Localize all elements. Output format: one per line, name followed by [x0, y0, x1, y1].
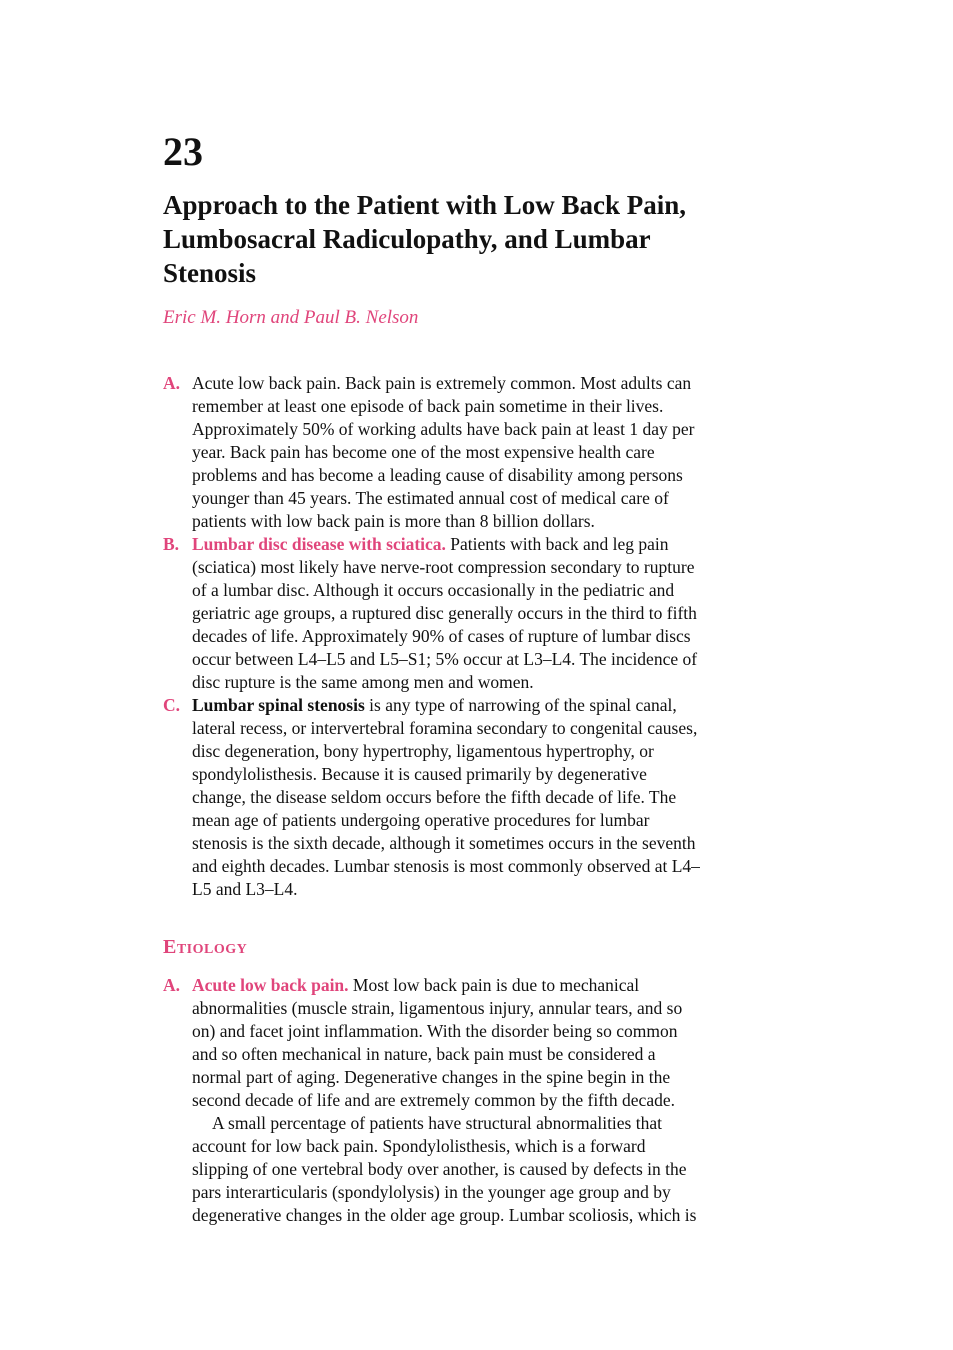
- text-line: Lumbar disc disease with sciatica. Patie…: [192, 533, 773, 556]
- list-marker: B.: [163, 534, 180, 554]
- text-line: account for low back pain. Spondylolisth…: [192, 1136, 646, 1156]
- chapter-number: 23: [163, 129, 203, 174]
- text-run: Most low back pain is due to mechanical: [348, 975, 640, 995]
- text-line: problems and has become a leading cause …: [192, 465, 683, 485]
- item-heading: Acute low back pain.: [192, 975, 349, 995]
- list-marker: A.: [163, 373, 181, 393]
- item-body: Acute low back pain. Back pain is extrem…: [192, 372, 773, 533]
- text-line: mean age of patients undergoing operativ…: [192, 810, 650, 830]
- text-line: slipping of one vertebral body over anot…: [192, 1159, 687, 1179]
- text-line: (sciatica) most likely have nerve-root c…: [192, 557, 695, 577]
- text-line: year. Back pain has become one of the mo…: [192, 442, 655, 462]
- chapter-authors: Eric M. Horn and Paul B. Nelson: [163, 307, 419, 328]
- item-body: Lumbar spinal stenosis is any type of na…: [192, 694, 773, 901]
- text-line: change, the disease seldom occurs before…: [192, 787, 677, 807]
- item-body: Lumbar disc disease with sciatica. Patie…: [192, 533, 773, 694]
- chapter-title: Approach to the Patient with Low Back Pa…: [163, 188, 783, 290]
- text-line: Lumbar spinal stenosis is any type of na…: [192, 694, 773, 717]
- etiology-item-a: A. Acute low back pain. Most low back pa…: [163, 974, 773, 1227]
- intro-item-b: B. Lumbar disc disease with sciatica. Pa…: [163, 533, 773, 694]
- text-line: and eighth decades. Lumbar stenosis is m…: [192, 856, 700, 876]
- intro-item-c: C. Lumbar spinal stenosis is any type of…: [163, 694, 773, 901]
- text-line: A small percentage of patients have stru…: [212, 1113, 662, 1133]
- text-line: spondylolisthesis. Because it is caused …: [192, 764, 647, 784]
- text-line: pars interarticularis (spondylolysis) in…: [192, 1182, 671, 1202]
- chapter-title-line: Lumbosacral Radiculopathy, and Lumbar: [163, 224, 651, 254]
- text-run: is any type of narrowing of the spinal c…: [364, 695, 677, 715]
- text-line: Acute low back pain. Back pain is extrem…: [192, 373, 692, 393]
- item-body: Acute low back pain. Most low back pain …: [192, 974, 773, 1227]
- intro-item-a: A. Acute low back pain. Back pain is ext…: [163, 372, 773, 533]
- text-line: of a lumbar disc. Although it occurs occ…: [192, 580, 675, 600]
- text-line: and so often mechanical in nature, back …: [192, 1044, 656, 1064]
- chapter-title-line: Approach to the Patient with Low Back Pa…: [163, 190, 687, 220]
- text-line: patients with low back pain is more than…: [192, 511, 595, 531]
- chapter-title-line: Stenosis: [163, 258, 257, 288]
- text-line: L5 and L3–L4.: [192, 879, 298, 899]
- text-line: younger than 45 years. The estimated ann…: [192, 488, 669, 508]
- text-line: remember at least one episode of back pa…: [192, 396, 664, 416]
- item-heading: Lumbar disc disease with sciatica.: [192, 534, 446, 554]
- text-line: on) and facet joint inflammation. With t…: [192, 1021, 678, 1041]
- text-line: Approximately 50% of working adults have…: [192, 419, 695, 439]
- text-line: normal part of aging. Degenerative chang…: [192, 1067, 671, 1087]
- text-line: decades of life. Approximately 90% of ca…: [192, 626, 691, 646]
- text-line: stenosis is the sixth decade, although i…: [192, 833, 696, 853]
- item-heading: Lumbar spinal stenosis: [192, 695, 365, 715]
- text-line: Acute low back pain. Most low back pain …: [192, 974, 773, 997]
- text-line: abnormalities (muscle strain, ligamentou…: [192, 998, 683, 1018]
- list-marker: C.: [163, 695, 181, 715]
- text-line: second decade of life and are extremely …: [192, 1090, 675, 1110]
- text-run: Patients with back and leg pain: [445, 534, 669, 554]
- list-marker: A.: [163, 975, 181, 995]
- text-line: occur between L4–L5 and L5–S1; 5% occur …: [192, 649, 698, 669]
- text-line: degenerative changes in the older age gr…: [192, 1205, 697, 1225]
- text-line: disc degeneration, bony hypertrophy, lig…: [192, 741, 654, 761]
- text-line: geriatric age groups, a ruptured disc ge…: [192, 603, 697, 623]
- text-line: lateral recess, or intervertebral forami…: [192, 718, 698, 738]
- section-heading-etiology: Etiology: [163, 936, 248, 958]
- text-line: disc rupture is the same among men and w…: [192, 672, 534, 692]
